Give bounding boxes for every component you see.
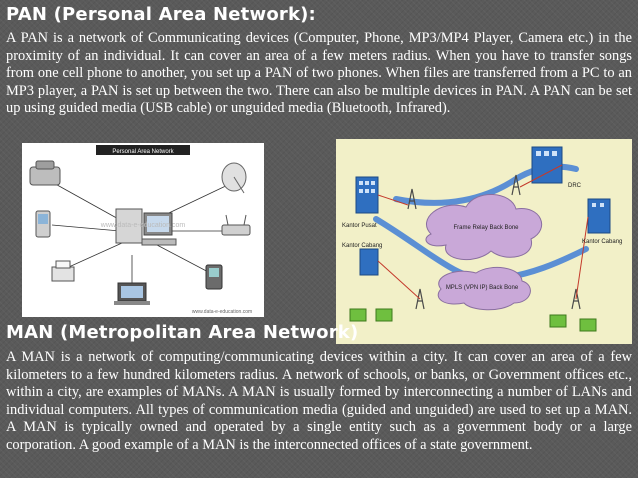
- phone-icon: [29, 160, 61, 186]
- printer-icon: [51, 260, 75, 282]
- label-kantor-cabang-left: Kantor Cabang: [342, 243, 382, 249]
- pan-heading: PAN (Personal Area Network):: [6, 4, 316, 25]
- laptop-icon: [114, 282, 150, 305]
- tower-icon: [511, 174, 521, 196]
- pan-paragraph: A PAN is a network of Communicating devi…: [6, 30, 632, 117]
- pan-footer: www.data-e-education.com: [192, 309, 252, 315]
- tower-icon: [415, 288, 425, 310]
- building-kantor-cabang-right: [587, 198, 611, 234]
- building-kantor-cabang-left: [359, 248, 379, 276]
- man-diagram: Frame Relay Back Bone MPLS (VPN IP) Back…: [336, 139, 632, 344]
- label-kantor-cabang-right: Kantor Cabang: [582, 239, 622, 245]
- man-paragraph: A MAN is a network of computing/communic…: [6, 349, 632, 453]
- frame-relay-label: Frame Relay Back Bone: [453, 225, 519, 231]
- desktop-computer-icon: [115, 208, 177, 246]
- pda-icon: [35, 210, 51, 238]
- mpls-label: MPLS (VPN IP) Back Bone: [446, 285, 519, 291]
- man-heading: MAN (Metropolitan Area Network): [6, 322, 359, 343]
- mp3-player-icon: [205, 264, 223, 290]
- tower-icon: [407, 188, 417, 210]
- pan-diagram-title: Personal Area Network: [112, 149, 174, 155]
- mpls-cloud: [437, 266, 531, 311]
- tower-icon: [571, 288, 581, 310]
- frame-relay-cloud: [425, 194, 543, 261]
- pan-watermark: www.data-e-education.com: [100, 222, 186, 229]
- satellite-dish-icon: [221, 162, 247, 194]
- pan-diagram: Personal Area Network: [22, 143, 264, 317]
- label-kantor-pusat: Kantor Pusat: [342, 223, 377, 229]
- label-drc: DRC: [568, 183, 582, 189]
- router-icon: [221, 214, 251, 236]
